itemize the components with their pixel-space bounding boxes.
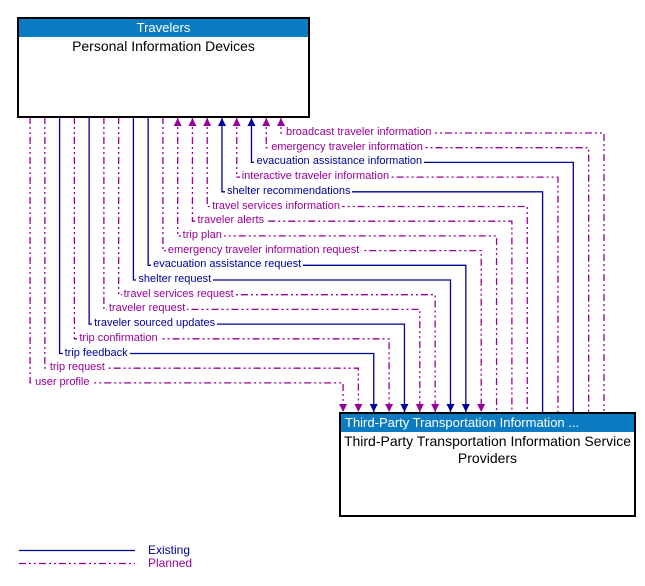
legend-label-existing: Existing xyxy=(148,543,191,557)
flow-line-shelter-recommendations xyxy=(221,117,544,413)
flow-label-evacuation-assistance-request[interactable]: evacuation assistance request xyxy=(151,258,304,272)
dest-entity-header: Third-Party Transportation Information .… xyxy=(341,414,634,432)
legend-row-existing: Existing xyxy=(18,544,192,557)
source-entity-box[interactable]: Travelers Personal Information Devices xyxy=(17,17,310,118)
arrowhead-broadcast-traveler-information xyxy=(277,118,285,126)
flow-line-trip-request xyxy=(44,117,360,413)
flow-label-trip-confirmation[interactable]: trip confirmation xyxy=(77,331,160,345)
planned-line-swatch xyxy=(19,562,135,565)
flow-line-travel-services-request xyxy=(117,117,436,413)
flow-line-interactive-traveler-information xyxy=(236,117,559,413)
arrowhead-travel-services-request xyxy=(431,404,440,412)
flow-label-emergency-traveler-information-request[interactable]: emergency traveler information request xyxy=(165,243,362,257)
arrowhead-evacuation-assistance-request xyxy=(461,404,470,412)
flow-label-evacuation-assistance-information[interactable]: evacuation assistance information xyxy=(254,155,425,169)
flow-line-emergency-traveler-information xyxy=(265,117,590,413)
flow-label-user-profile[interactable]: user profile xyxy=(33,375,92,389)
source-entity-label: Personal Information Devices xyxy=(72,38,255,54)
arrowhead-emergency-traveler-information xyxy=(262,118,271,126)
arrowhead-trip-plan xyxy=(173,118,182,126)
flow-label-interactive-traveler-information[interactable]: interactive traveler information xyxy=(239,170,392,184)
flow-label-traveler-sourced-updates[interactable]: traveler sourced updates xyxy=(92,317,218,331)
arrowhead-trip-feedback xyxy=(369,404,378,412)
flow-line-traveler-alerts xyxy=(191,117,513,413)
legend-label-planned: Planned xyxy=(148,556,193,570)
flow-label-trip-plan[interactable]: trip plan xyxy=(180,228,224,242)
flow-line-travel-services-information xyxy=(206,117,528,413)
arrowhead-user-profile xyxy=(339,404,348,412)
flow-line-trip-plan xyxy=(177,117,498,413)
arrowhead-emergency-traveler-information-request xyxy=(477,404,486,412)
source-entity-header: Travelers xyxy=(19,19,308,37)
flow-label-shelter-request[interactable]: shelter request xyxy=(136,273,214,286)
flow-label-trip-feedback[interactable]: trip feedback xyxy=(62,346,130,360)
arrowhead-traveler-request xyxy=(415,404,424,412)
arrowhead-travel-services-information xyxy=(203,118,212,126)
flow-line-traveler-request xyxy=(103,117,421,413)
flow-label-travel-services-request[interactable]: travel services request xyxy=(121,287,236,301)
flow-line-trip-feedback xyxy=(58,117,375,413)
flow-label-shelter-recommendations[interactable]: shelter recommendations xyxy=(224,184,353,198)
flow-line-evacuation-assistance-request xyxy=(147,117,467,413)
dest-entity-label: Third-Party Transportation Information S… xyxy=(343,433,632,466)
flow-label-traveler-request[interactable]: traveler request xyxy=(106,302,188,316)
arrowhead-trip-confirmation xyxy=(385,404,394,412)
arrowhead-interactive-traveler-information xyxy=(232,118,241,126)
flow-line-shelter-request xyxy=(132,117,452,413)
flow-line-traveler-sourced-updates xyxy=(88,117,406,413)
arrowhead-traveler-sourced-updates xyxy=(400,404,409,412)
existing-line-swatch xyxy=(19,549,135,552)
legend: Existing Planned xyxy=(18,544,192,570)
flow-label-emergency-traveler-information[interactable]: emergency traveler information xyxy=(269,140,425,154)
flow-label-travel-services-information[interactable]: travel services information xyxy=(210,199,342,213)
arrowhead-traveler-alerts xyxy=(188,118,197,126)
flow-line-user-profile xyxy=(29,117,344,413)
flow-line-emergency-traveler-information-request xyxy=(162,117,482,413)
legend-row-planned: Planned xyxy=(18,557,192,570)
arrowhead-evacuation-assistance-information xyxy=(247,118,256,126)
arrowhead-shelter-recommendations xyxy=(217,118,226,126)
flow-label-trip-request[interactable]: trip request xyxy=(47,361,107,375)
arrowhead-shelter-request xyxy=(446,404,455,412)
flow-label-traveler-alerts[interactable]: traveler alerts xyxy=(195,214,267,228)
dest-entity-box[interactable]: Third-Party Transportation Information .… xyxy=(339,412,636,517)
arrowhead-trip-request xyxy=(354,404,363,412)
flow-label-broadcast-traveler-information[interactable]: broadcast traveler information xyxy=(284,126,434,139)
flow-line-trip-confirmation xyxy=(73,117,390,413)
